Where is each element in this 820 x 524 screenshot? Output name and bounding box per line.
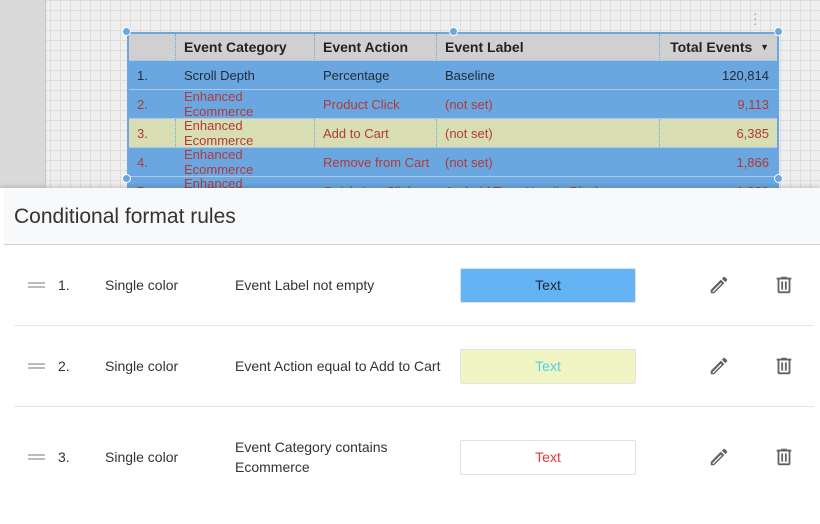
rule-number: 3. bbox=[58, 449, 70, 465]
rule-number: 1. bbox=[58, 277, 70, 293]
event-label-cell: Android Tone Hoodie Black bbox=[437, 177, 660, 189]
total-events-cell: 1,866 bbox=[736, 154, 769, 170]
rule-type: Single color bbox=[105, 277, 179, 293]
header-event-label[interactable]: Event Label bbox=[437, 34, 660, 60]
event-category-cell: Enhanced Ecommerce bbox=[184, 176, 243, 188]
row-index: 1. bbox=[137, 67, 148, 83]
resize-handle[interactable] bbox=[122, 27, 131, 36]
total-events-cell: 1,220 bbox=[660, 177, 777, 189]
rule-condition: Event Action equal to Add to Cart bbox=[235, 358, 441, 374]
event-category-cell: Enhanced Ecommerce bbox=[184, 89, 254, 119]
format-rule[interactable]: 1. Single color Event Label not empty Te… bbox=[14, 245, 814, 326]
pencil-icon[interactable] bbox=[708, 355, 730, 377]
report-canvas: ··· Event Category Event Action Event La… bbox=[0, 0, 820, 188]
pencil-icon[interactable] bbox=[708, 274, 730, 296]
header-total-events[interactable]: Total Events ▼ bbox=[660, 34, 777, 60]
total-events-cell: 6,385 bbox=[736, 125, 769, 141]
header-event-category[interactable]: Event Category bbox=[176, 34, 315, 60]
row-index: 5. bbox=[129, 177, 176, 189]
event-category-cell: Enhanced Ecommerce bbox=[176, 118, 315, 148]
total-events-cell: 9,113 bbox=[737, 96, 769, 112]
resize-handle[interactable] bbox=[774, 27, 783, 36]
row-index: 2. bbox=[137, 96, 148, 112]
trash-icon[interactable] bbox=[773, 446, 795, 468]
data-table[interactable]: Event Category Event Action Event Label … bbox=[127, 32, 779, 188]
rule-condition: Event Category contains Ecommerce bbox=[235, 439, 388, 475]
event-category-cell: Scroll Depth bbox=[184, 67, 255, 83]
resize-handle[interactable] bbox=[449, 27, 458, 36]
panel-header bbox=[4, 188, 820, 245]
drag-handle-icon[interactable] bbox=[28, 363, 45, 369]
rule-number: 2. bbox=[58, 358, 70, 374]
event-action-cell: Product Click bbox=[323, 96, 400, 112]
pencil-icon[interactable] bbox=[708, 446, 730, 468]
header-total-events-label: Total Events bbox=[670, 39, 753, 55]
format-rule[interactable]: 2. Single color Event Action equal to Ad… bbox=[14, 326, 814, 407]
resize-handle[interactable] bbox=[122, 174, 131, 183]
row-index: 4. bbox=[137, 154, 148, 170]
event-category-cell: Enhanced Ecommerce bbox=[184, 147, 254, 177]
rule-style-preview: Text bbox=[460, 267, 636, 303]
event-label-cell: (not set) bbox=[445, 96, 493, 112]
sort-desc-icon[interactable]: ▼ bbox=[760, 42, 769, 52]
trash-icon[interactable] bbox=[773, 355, 795, 377]
trash-icon[interactable] bbox=[773, 274, 795, 296]
event-action-cell: Percentage bbox=[323, 67, 390, 83]
drag-handle-icon[interactable] bbox=[28, 282, 45, 288]
more-options-icon[interactable]: ··· bbox=[753, 5, 758, 31]
panel-title: Conditional format rules bbox=[14, 205, 236, 228]
total-events-cell: 120,814 bbox=[722, 67, 769, 83]
rule-style-preview: Text bbox=[460, 348, 636, 384]
table-row[interactable]: 5. Enhanced Ecommerce Quickview ClickAndro… bbox=[129, 176, 777, 189]
conditional-format-panel: Conditional format rules 1. Single color… bbox=[0, 188, 820, 524]
canvas-left-margin bbox=[0, 0, 46, 188]
event-label-cell: (not set) bbox=[445, 154, 493, 170]
resize-handle[interactable] bbox=[774, 174, 783, 183]
header-event-action[interactable]: Event Action bbox=[315, 34, 437, 60]
event-action-cell: Quickview Click bbox=[315, 177, 437, 189]
table-row[interactable]: 4. Enhanced Ecommerce Remove from Cart (not… bbox=[129, 147, 777, 177]
rule-condition: Event Label not empty bbox=[235, 277, 375, 293]
rule-style-preview: Text bbox=[460, 439, 636, 475]
event-action-cell: Remove from Cart bbox=[323, 154, 430, 170]
table-row[interactable]: 1. Scroll Depth Percentage Baseline 120,814 bbox=[129, 61, 777, 90]
event-label-cell: Baseline bbox=[445, 67, 495, 83]
drag-handle-icon[interactable] bbox=[28, 454, 45, 460]
row-index: 3. bbox=[129, 119, 176, 147]
format-rule[interactable]: 3. Single color Event Category contains … bbox=[14, 407, 814, 507]
event-label-cell: (not set) bbox=[437, 119, 660, 147]
header-index bbox=[129, 34, 176, 60]
rule-type: Single color bbox=[105, 449, 179, 465]
rule-type: Single color bbox=[105, 358, 179, 374]
table-row[interactable]: 2. Enhanced Ecommerce Product Click (not se… bbox=[129, 89, 777, 119]
table-header-row: Event Category Event Action Event Label … bbox=[129, 34, 777, 61]
event-action-cell: Add to Cart bbox=[315, 119, 437, 147]
